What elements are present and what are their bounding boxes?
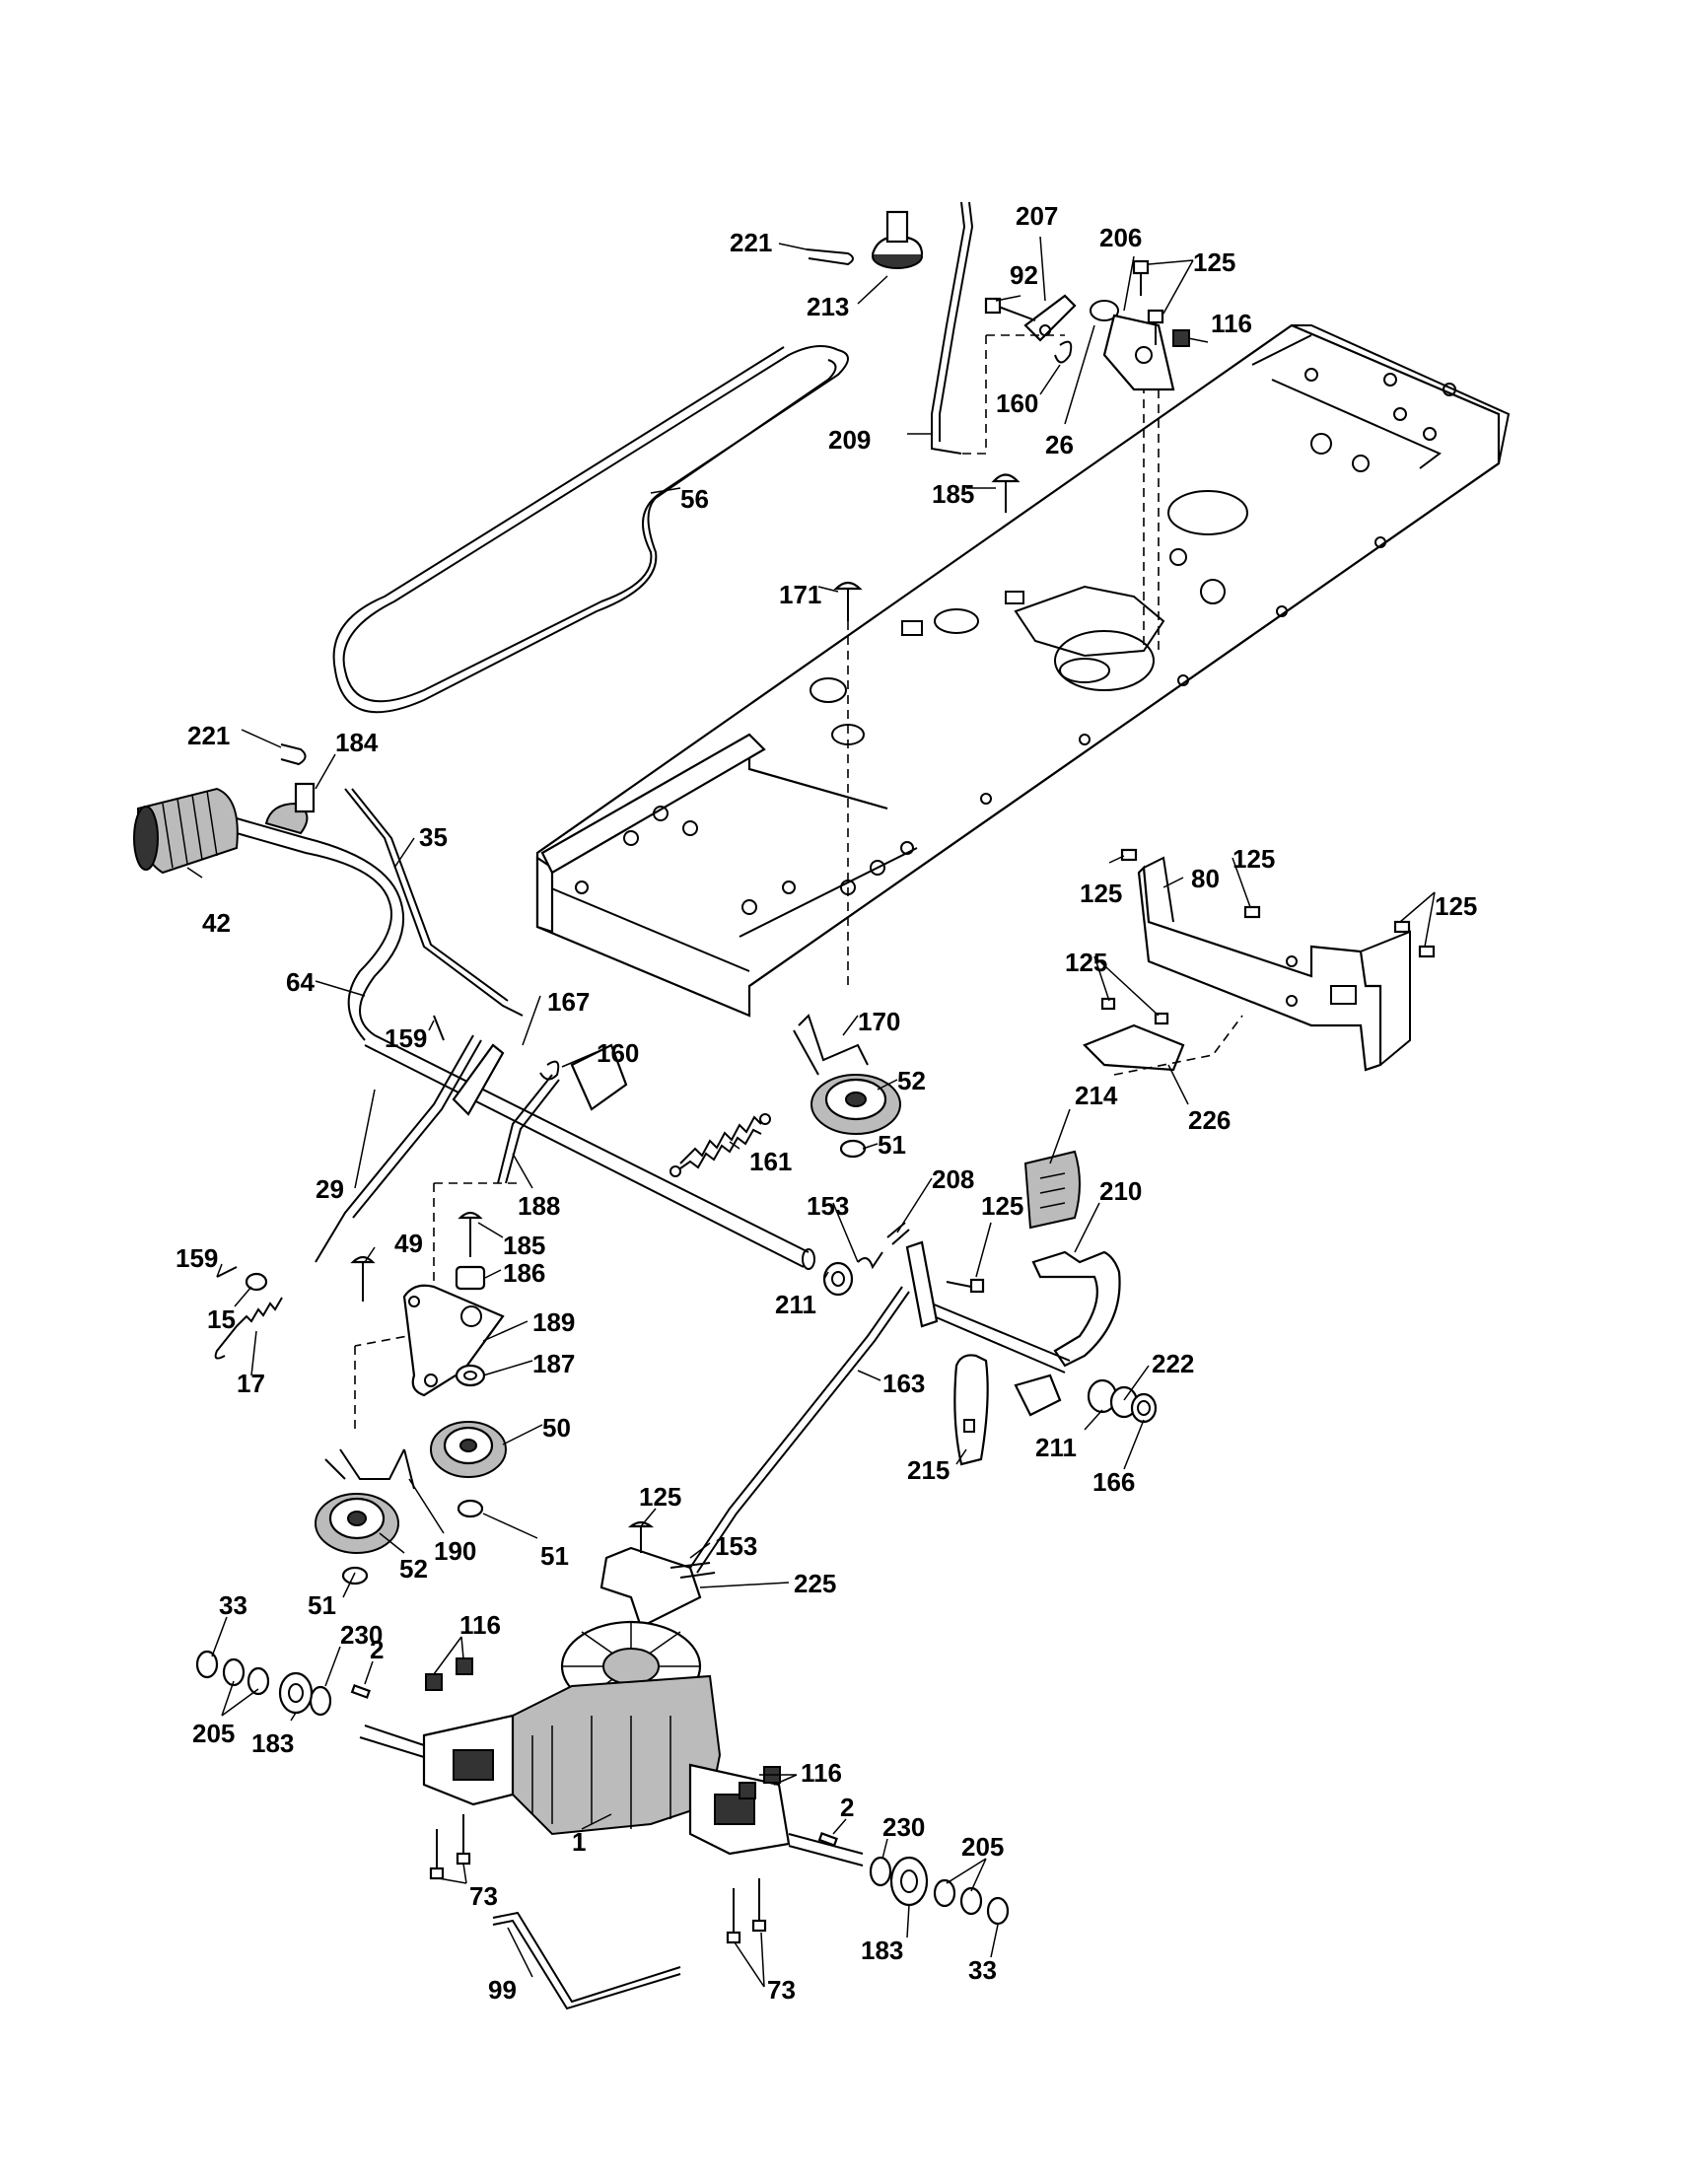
label-211: 211 bbox=[775, 1290, 816, 1319]
label-209: 209 bbox=[828, 425, 871, 455]
label-205: 205 bbox=[192, 1719, 235, 1748]
lift-handle-parts bbox=[806, 201, 1190, 621]
label-210: 210 bbox=[1099, 1176, 1142, 1206]
label-205: 205 bbox=[961, 1832, 1004, 1862]
label-167: 167 bbox=[547, 987, 590, 1017]
label-222: 222 bbox=[1152, 1349, 1194, 1378]
label-230: 230 bbox=[882, 1812, 925, 1842]
label-116: 116 bbox=[459, 1610, 501, 1640]
drive-belt bbox=[332, 345, 849, 714]
label-226: 226 bbox=[1188, 1105, 1231, 1135]
label-153: 153 bbox=[807, 1191, 849, 1221]
label-125: 125 bbox=[639, 1482, 681, 1512]
label-2: 2 bbox=[370, 1635, 384, 1664]
label-215: 215 bbox=[907, 1455, 950, 1485]
label-116: 116 bbox=[801, 1758, 842, 1788]
label-116: 116 bbox=[1211, 309, 1252, 338]
label-221: 221 bbox=[730, 228, 772, 257]
chassis-frame bbox=[535, 323, 1511, 1018]
label-125: 125 bbox=[1065, 948, 1107, 977]
label-26: 26 bbox=[1045, 430, 1074, 459]
label-187: 187 bbox=[532, 1349, 575, 1378]
label-214: 214 bbox=[1075, 1081, 1118, 1110]
label-1: 1 bbox=[572, 1827, 586, 1857]
label-208: 208 bbox=[932, 1164, 974, 1194]
label-161: 161 bbox=[749, 1147, 792, 1176]
label-206: 206 bbox=[1099, 223, 1142, 252]
transaxle bbox=[195, 1620, 1010, 2010]
label-189: 189 bbox=[532, 1307, 575, 1337]
label-17: 17 bbox=[237, 1369, 265, 1398]
part-number-labels: 221 213 207 206 125 92 116 160 26 209 18… bbox=[176, 201, 1477, 2005]
idler-assembly bbox=[214, 1182, 518, 1585]
label-64: 64 bbox=[286, 967, 315, 997]
label-183: 183 bbox=[861, 1936, 903, 1965]
label-159: 159 bbox=[385, 1023, 427, 1053]
label-80: 80 bbox=[1191, 864, 1220, 893]
label-186: 186 bbox=[503, 1258, 545, 1288]
label-29: 29 bbox=[316, 1174, 344, 1204]
label-163: 163 bbox=[882, 1369, 925, 1398]
label-15: 15 bbox=[207, 1304, 236, 1334]
label-225: 225 bbox=[794, 1569, 836, 1598]
label-51: 51 bbox=[540, 1541, 569, 1571]
label-159: 159 bbox=[176, 1243, 218, 1273]
label-125: 125 bbox=[981, 1191, 1023, 1221]
label-183: 183 bbox=[251, 1728, 294, 1758]
label-52: 52 bbox=[897, 1066, 926, 1095]
label-125: 125 bbox=[1232, 844, 1275, 874]
label-92: 92 bbox=[1010, 260, 1038, 290]
label-230: 230 bbox=[340, 1620, 383, 1650]
label-166: 166 bbox=[1092, 1467, 1135, 1497]
label-171: 171 bbox=[779, 580, 821, 609]
label-207: 207 bbox=[1016, 201, 1058, 231]
label-51: 51 bbox=[878, 1130, 906, 1160]
label-2: 2 bbox=[840, 1793, 854, 1822]
rear-bracket-assembly bbox=[793, 848, 1436, 1159]
label-73: 73 bbox=[469, 1881, 498, 1911]
label-184: 184 bbox=[335, 728, 379, 757]
leader-lines bbox=[186, 236, 1436, 1988]
label-213: 213 bbox=[807, 292, 849, 321]
lift-lever-assembly bbox=[133, 743, 815, 1270]
label-170: 170 bbox=[858, 1007, 900, 1036]
label-73: 73 bbox=[767, 1975, 796, 2005]
label-160: 160 bbox=[996, 388, 1038, 418]
label-221: 221 bbox=[187, 721, 230, 750]
label-185: 185 bbox=[503, 1231, 545, 1260]
label-56: 56 bbox=[680, 484, 709, 514]
label-52: 52 bbox=[399, 1554, 428, 1584]
label-185: 185 bbox=[932, 479, 974, 509]
label-51: 51 bbox=[308, 1590, 336, 1620]
label-153: 153 bbox=[715, 1531, 757, 1561]
label-211: 211 bbox=[1035, 1433, 1077, 1462]
label-49: 49 bbox=[394, 1229, 423, 1258]
label-33: 33 bbox=[219, 1590, 247, 1620]
label-160: 160 bbox=[597, 1038, 639, 1068]
label-125: 125 bbox=[1080, 879, 1122, 908]
label-125: 125 bbox=[1193, 247, 1235, 277]
label-42: 42 bbox=[202, 908, 231, 938]
label-50: 50 bbox=[542, 1413, 571, 1443]
label-35: 35 bbox=[419, 822, 448, 852]
brake-pedal-assembly bbox=[669, 1150, 1158, 1579]
label-33: 33 bbox=[968, 1955, 997, 1985]
rod-bracket-225 bbox=[599, 1520, 716, 1629]
label-125: 125 bbox=[1435, 891, 1477, 921]
label-188: 188 bbox=[518, 1191, 560, 1221]
label-190: 190 bbox=[434, 1536, 476, 1566]
label-99: 99 bbox=[488, 1975, 517, 2005]
